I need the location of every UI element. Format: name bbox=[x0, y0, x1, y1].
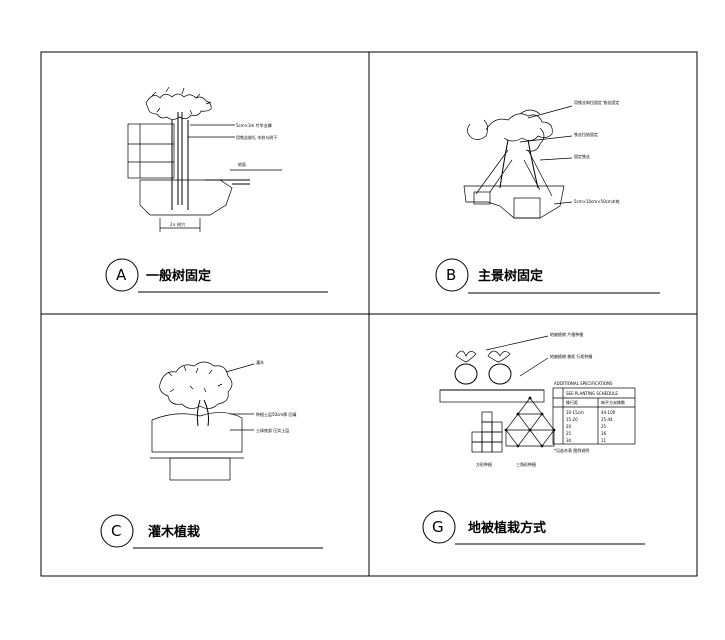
spacing-table-cell: 44-100 bbox=[601, 410, 616, 415]
spacing-table-cell: 30 bbox=[566, 438, 572, 443]
detail-marker-g bbox=[422, 510, 456, 544]
detail-title-c: 灌木植栽 bbox=[148, 524, 200, 540]
label-b-stake: 5cm×10cm×50cm木桩 bbox=[574, 198, 620, 204]
detail-letter-g: G bbox=[432, 518, 444, 536]
label-g-groundcover-mass: 地被植物 片植种植 bbox=[550, 331, 583, 337]
label-a-bamboo-stake: 5cm×3m 竹竿支撑 bbox=[236, 122, 272, 128]
spacing-table-cell: 11 bbox=[601, 438, 607, 443]
detail-title-g: 地被植栽方式 bbox=[468, 520, 546, 536]
label-b-anchor-wire: 固定铁丝 bbox=[574, 153, 590, 159]
spacing-table-cell: 15-20 bbox=[566, 417, 578, 422]
spacing-table-note: *见苗木表 图例说明 bbox=[554, 447, 589, 453]
detail-g-drawing: 地被植物 片植种植 地被植物 株距 行距种植 方形种植 三角 bbox=[439, 331, 636, 467]
label-a-ground: 地面 bbox=[238, 161, 246, 167]
detail-c-drawing: 灌木 种植土层50cm厚 回填 土球底部 压实土层 bbox=[150, 359, 296, 481]
detail-marker-b bbox=[435, 258, 469, 292]
label-c-shrub: 灌木 bbox=[256, 359, 264, 365]
spacing-table-col-density: 每平方米株数 bbox=[601, 399, 625, 405]
detail-title-a: 一般树固定 bbox=[146, 268, 211, 284]
detail-b-drawing: 用铁丝斜拉固定 铁丝固定 铁丝拉结固定 固定铁丝 5cm×10cm×50cm木桩 bbox=[463, 99, 620, 219]
spacing-table-cell: 25-44 bbox=[601, 417, 613, 422]
detail-a-drawing: 5cm×3m 竹竿支撑 用铁丝绑扎 木桩与树干 地面 2× 树穴 bbox=[127, 86, 282, 232]
detail-title-b: 主景树固定 bbox=[478, 268, 543, 284]
caption-square-planting: 方形种植 bbox=[476, 461, 492, 467]
label-a-wire-tie: 用铁丝绑扎 木桩与树干 bbox=[236, 134, 277, 140]
triangle-planting-pattern bbox=[504, 396, 556, 448]
spacing-table-col-spacing: 株行距 bbox=[566, 399, 578, 405]
label-c-soil-layer: 种植土层50cm厚 回填 bbox=[256, 411, 296, 417]
detail-letter-a: A bbox=[116, 266, 127, 284]
label-b-wire-fix: 铁丝拉结固定 bbox=[574, 131, 598, 137]
detail-marker-a bbox=[105, 258, 139, 292]
spacing-table-cell: 25 bbox=[566, 431, 572, 436]
spacing-table-header: SEE PLANTING SCHEDULE bbox=[566, 391, 618, 396]
spacing-table-cell: 16 bbox=[601, 431, 607, 436]
spacing-table: ADDITIONAL SPECIFICATIONS SEE PLANTING S… bbox=[552, 381, 636, 453]
label-a-dimension: 2× 树穴 bbox=[170, 221, 185, 227]
label-b-guy-wire: 用铁丝斜拉固定 铁丝固定 bbox=[574, 99, 619, 105]
label-c-root-ball: 土球底部 压实土层 bbox=[256, 427, 289, 433]
detail-marker-c bbox=[100, 514, 134, 548]
spacing-table-cell: 25 bbox=[601, 424, 607, 429]
detail-letter-b: B bbox=[446, 266, 456, 284]
spacing-table-cell: 10-15cm bbox=[566, 410, 584, 415]
caption-triangle-planting: 三角形种植 bbox=[516, 461, 536, 467]
spacing-table-heading: ADDITIONAL SPECIFICATIONS bbox=[554, 381, 613, 386]
detail-letter-c: C bbox=[111, 522, 121, 540]
tree-canopy-a bbox=[146, 86, 212, 120]
spacing-table-cell: 20 bbox=[566, 424, 572, 429]
square-planting-pattern bbox=[471, 411, 503, 453]
label-g-groundcover-spacing: 地被植物 株距 行距种植 bbox=[550, 353, 593, 359]
